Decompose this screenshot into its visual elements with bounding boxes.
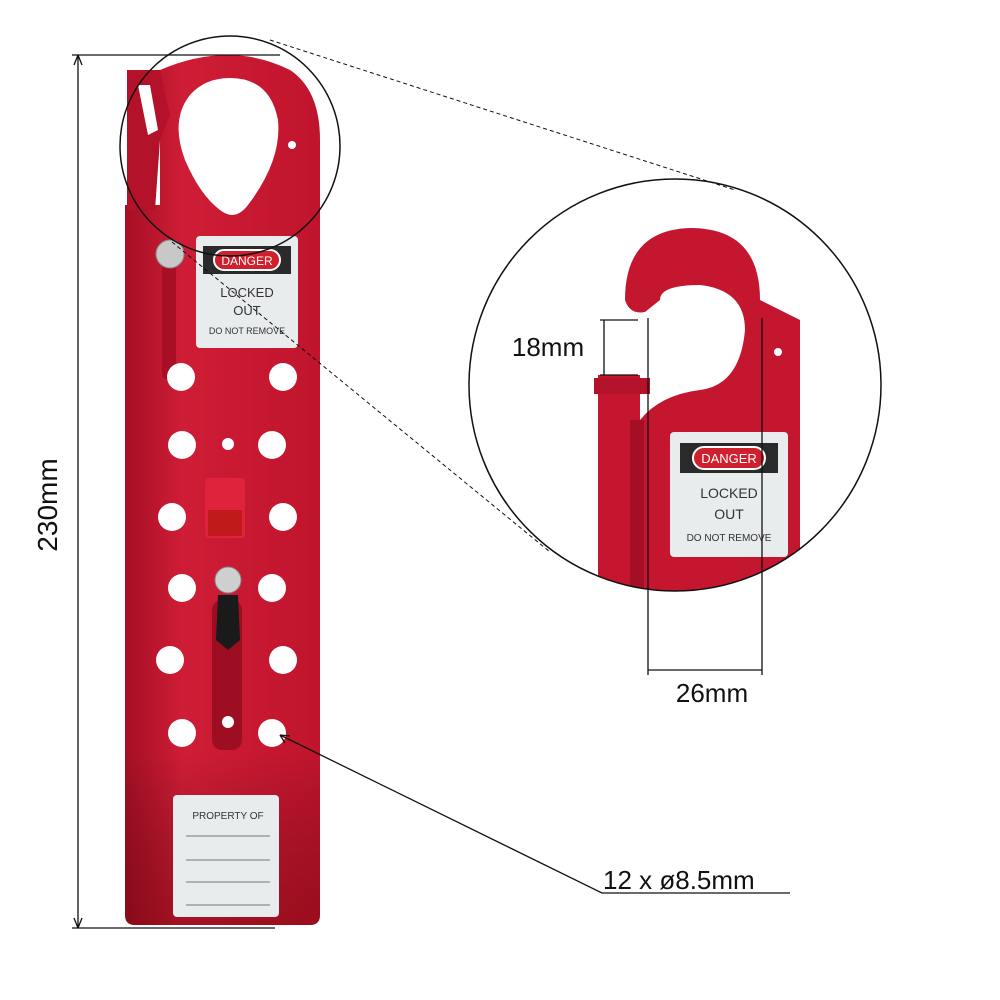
hole	[258, 431, 286, 459]
height-label: 230mm	[32, 458, 63, 551]
do-not-remove-label: DO NOT REMOVE	[209, 326, 285, 336]
dashed-connector	[269, 39, 736, 191]
hook-opening	[178, 78, 279, 215]
zoom-locked-label: LOCKED	[700, 485, 758, 501]
hole	[168, 574, 196, 602]
hole	[158, 503, 186, 531]
hole	[269, 503, 297, 531]
slider-block	[205, 478, 245, 538]
height-dimension	[72, 54, 280, 929]
hole	[167, 363, 195, 391]
hole	[168, 431, 196, 459]
zoom-detail: DANGER LOCKED OUT DO NOT REMOVE	[594, 228, 800, 591]
danger-label: DANGER	[221, 254, 273, 268]
holes-callout	[279, 734, 790, 894]
holes-label: 12 x ø8.5mm	[603, 865, 755, 895]
hook-gap-label: 18mm	[512, 332, 584, 362]
zoom-out-label: OUT	[714, 506, 744, 522]
locked-label: LOCKED	[220, 285, 273, 300]
hole	[168, 719, 196, 747]
hole	[269, 646, 297, 674]
zoom-circle	[468, 178, 882, 592]
zoom-do-not-remove-label: DO NOT REMOVE	[687, 533, 772, 544]
hole	[258, 574, 286, 602]
hook-gap-dimension	[600, 319, 638, 376]
danger-tag: DANGER LOCKED OUT DO NOT REMOVE	[196, 236, 298, 348]
rivet	[214, 566, 242, 594]
hole	[269, 363, 297, 391]
hole	[156, 646, 184, 674]
property-tag: PROPERTY OF	[173, 795, 279, 917]
hook-width-dimension	[647, 318, 763, 675]
rivet	[155, 239, 185, 269]
hole	[258, 719, 286, 747]
property-of-label: PROPERTY OF	[192, 811, 263, 822]
dashed-connector	[171, 241, 551, 553]
hook-width-label: 26mm	[676, 678, 748, 708]
out-label: OUT	[233, 303, 261, 318]
zoom-danger-label: DANGER	[701, 451, 757, 466]
hole-grid	[156, 363, 297, 747]
callout-circle	[119, 35, 341, 257]
